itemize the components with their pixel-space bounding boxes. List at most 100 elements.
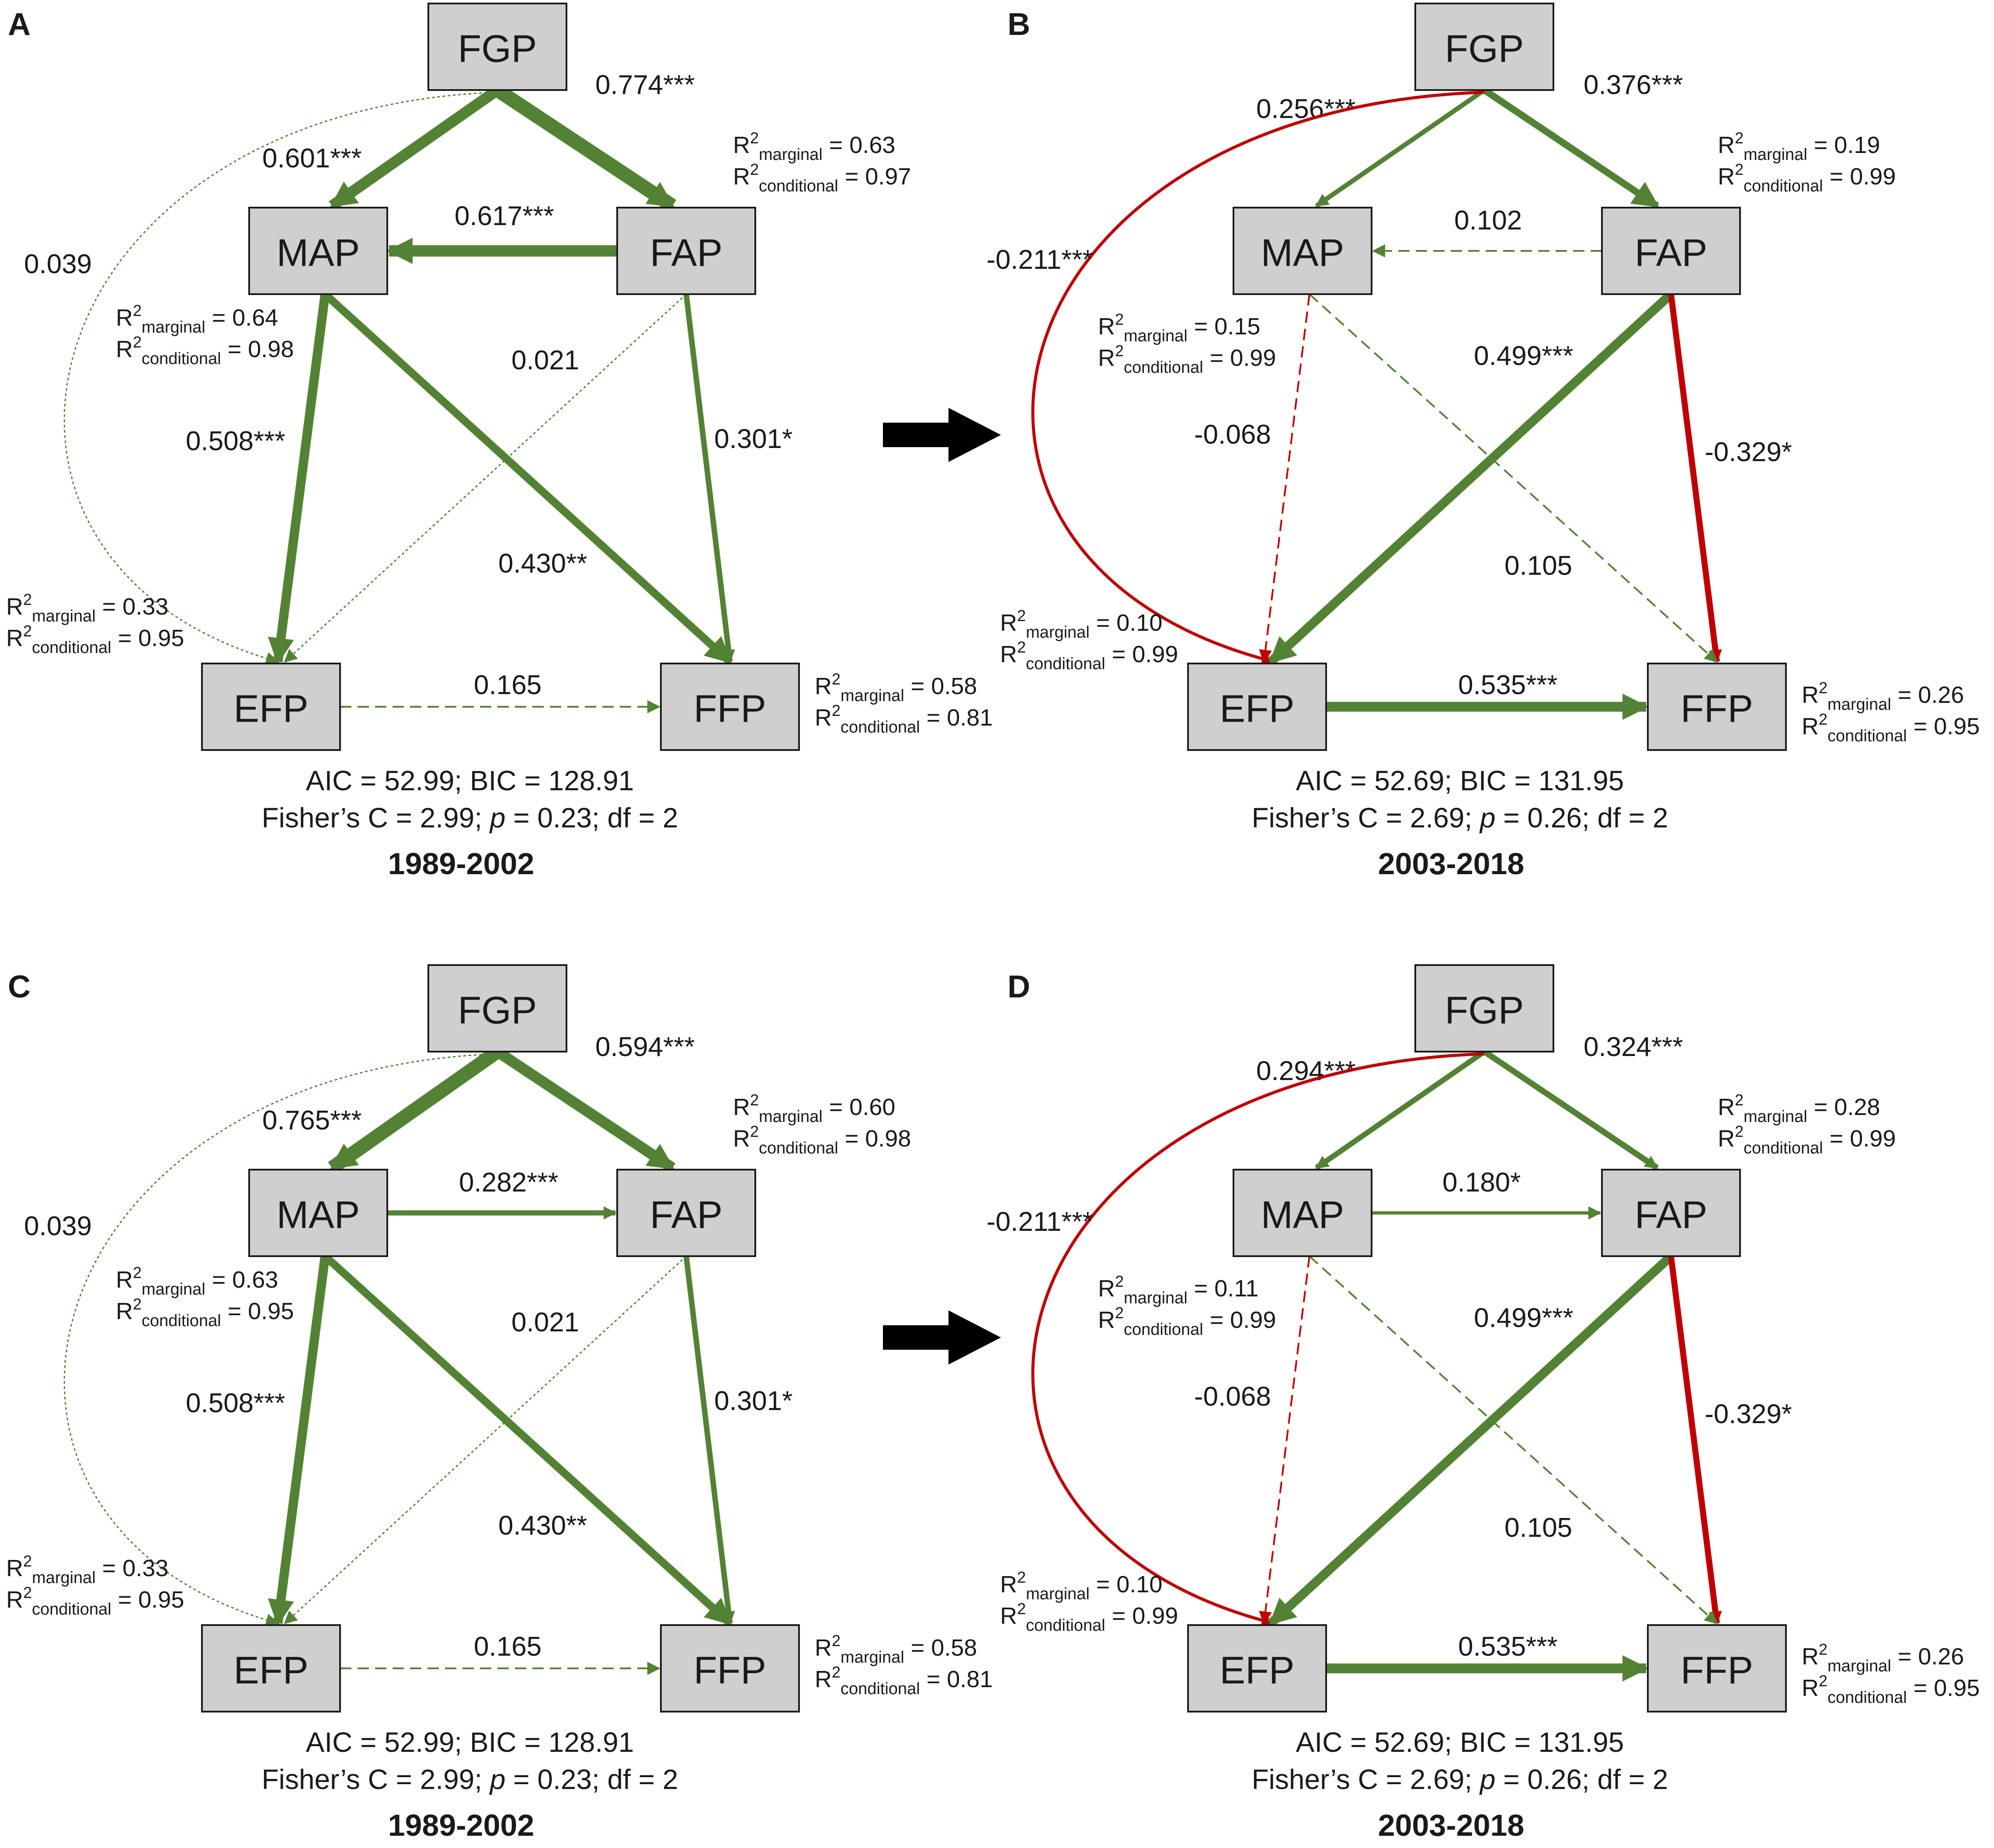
path-map_efp (267, 293, 330, 664)
path-map_efp (1259, 294, 1310, 663)
path-fap_ffp (1668, 294, 1722, 663)
path-fap_ffp (1668, 1256, 1722, 1625)
r2-conditional: R2conditional = 0.99 (1098, 342, 1276, 377)
path-fgp_efp (1031, 1052, 1485, 1627)
node-box (660, 1624, 800, 1713)
path-fgp_map (1315, 88, 1486, 208)
r2-marginal: R2marginal = 0.11 (1098, 1272, 1258, 1307)
period-label: 1989-2002 (388, 847, 535, 881)
path-fgp_efp (63, 1053, 498, 1627)
coef-fap_efp: 0.021 (511, 1307, 579, 1337)
fit-fisher-c: Fisher’s C = 2.69; p = 0.26; df = 2 (1252, 1764, 1668, 1795)
node-efp: EFP (201, 663, 341, 751)
node-label: FAP (650, 231, 723, 274)
coef-fap_ffp: -0.329* (1705, 1399, 1792, 1429)
path-fgp_fap (494, 1047, 676, 1173)
path-fap_efp (1268, 1253, 1674, 1627)
r2-marginal: R2marginal = 0.63 (116, 1264, 278, 1299)
node-box (1647, 1624, 1787, 1713)
r2-marginal: R2marginal = 0.26 (1802, 679, 1964, 714)
fit-fisher-c: Fisher’s C = 2.69; p = 0.26; df = 2 (1252, 802, 1668, 834)
r2-conditional: R2conditional = 0.95 (6, 622, 184, 657)
r2-conditional: R2conditional = 0.99 (1098, 1304, 1276, 1339)
node-ffp: FFP (660, 663, 800, 751)
path-fap_ffp (683, 1256, 735, 1625)
coef-fgp_fap: 0.376*** (1584, 70, 1683, 100)
coef-map_efp: 0.508*** (186, 1388, 285, 1418)
fit-aic-bic: AIC = 52.99; BIC = 128.91 (306, 765, 634, 796)
node-ffp: FFP (660, 1624, 800, 1713)
coef-fgp_efp: 0.039 (24, 249, 92, 279)
period-label: 2003-2018 (1378, 1808, 1525, 1842)
node-fap: FAP (616, 1169, 756, 1257)
path-map_efp (267, 1255, 330, 1626)
panel-letter: D (1007, 969, 1030, 1004)
r2-conditional: R2conditional = 0.95 (1802, 1672, 1980, 1707)
path-fgp_fap (493, 84, 677, 212)
node-ffp: FFP (1647, 1624, 1787, 1713)
coef-fgp_efp: 0.039 (24, 1211, 92, 1241)
coef-fgp_efp: -0.211*** (987, 1207, 1093, 1237)
node-ffp: FFP (1647, 663, 1787, 751)
r2-conditional: R2conditional = 0.99 (1718, 1122, 1896, 1157)
node-efp: EFP (1187, 1624, 1327, 1713)
node-fap: FAP (1601, 207, 1741, 295)
node-box (1647, 663, 1787, 751)
node-label: EFP (233, 1649, 308, 1692)
coef-map_ffp: 0.105 (1504, 1513, 1572, 1543)
node-efp: EFP (1187, 663, 1327, 751)
panel-a: A0.601***0.774***0.617***0.0390.0210.508… (6, 3, 993, 881)
path-fgp_efp (63, 91, 498, 665)
coef-fgp_efp: -0.211*** (987, 245, 1093, 275)
node-box (1187, 663, 1327, 751)
panel-c: C0.765***0.594***0.282***0.0390.0210.508… (6, 964, 993, 1842)
coef-fap_map: 0.102 (1454, 205, 1522, 236)
coef-fap_efp: 0.499*** (1474, 341, 1574, 371)
node-box (248, 207, 388, 295)
path-fgp_fap (1482, 87, 1660, 209)
node-fgp: FGP (427, 3, 567, 91)
node-box (660, 663, 800, 751)
node-map: MAP (1233, 1169, 1372, 1257)
panel-b: B0.256***0.376***0.102-0.211***-0.0680.4… (987, 3, 1980, 881)
coef-fap_ffp: 0.301* (714, 1386, 792, 1416)
node-label: FGP (458, 989, 537, 1032)
coef-map_ffp: 0.430** (498, 549, 587, 579)
node-label: FFP (694, 687, 766, 730)
r2-conditional: R2conditional = 0.98 (116, 333, 294, 368)
path-map_ffp (322, 1253, 733, 1626)
node-label: MAP (1261, 231, 1344, 274)
node-label: FAP (1635, 1193, 1707, 1237)
coef-map_fap: 0.180* (1442, 1167, 1521, 1198)
coef-fap_map: 0.617*** (455, 201, 554, 231)
path-fap_ffp (683, 294, 735, 663)
coef-fap_ffp: 0.301* (714, 424, 792, 454)
node-label: MAP (277, 231, 360, 274)
r2-marginal: R2marginal = 0.33 (6, 591, 168, 625)
node-fap: FAP (616, 207, 756, 295)
node-label: MAP (1261, 1193, 1344, 1237)
r2-conditional: R2conditional = 0.99 (1000, 638, 1178, 673)
panel-letter: B (1007, 7, 1030, 42)
node-box (1601, 207, 1741, 295)
path-fgp_map (329, 85, 501, 211)
r2-marginal: R2marginal = 0.19 (1718, 129, 1880, 164)
path-fgp_map (1315, 1049, 1486, 1171)
period-label: 1989-2002 (388, 1808, 535, 1842)
r2-marginal: R2marginal = 0.33 (6, 1552, 168, 1587)
coef-fap_efp: 0.499*** (1474, 1303, 1574, 1333)
coef-efp_ffp: 0.535*** (1458, 670, 1558, 700)
node-box (201, 663, 341, 751)
node-box (1233, 207, 1372, 295)
path-fap_efp (1268, 291, 1674, 665)
node-efp: EFP (201, 1624, 341, 1713)
node-box (427, 3, 567, 91)
node-label: FAP (1635, 231, 1707, 274)
node-label: FFP (1681, 687, 1753, 730)
